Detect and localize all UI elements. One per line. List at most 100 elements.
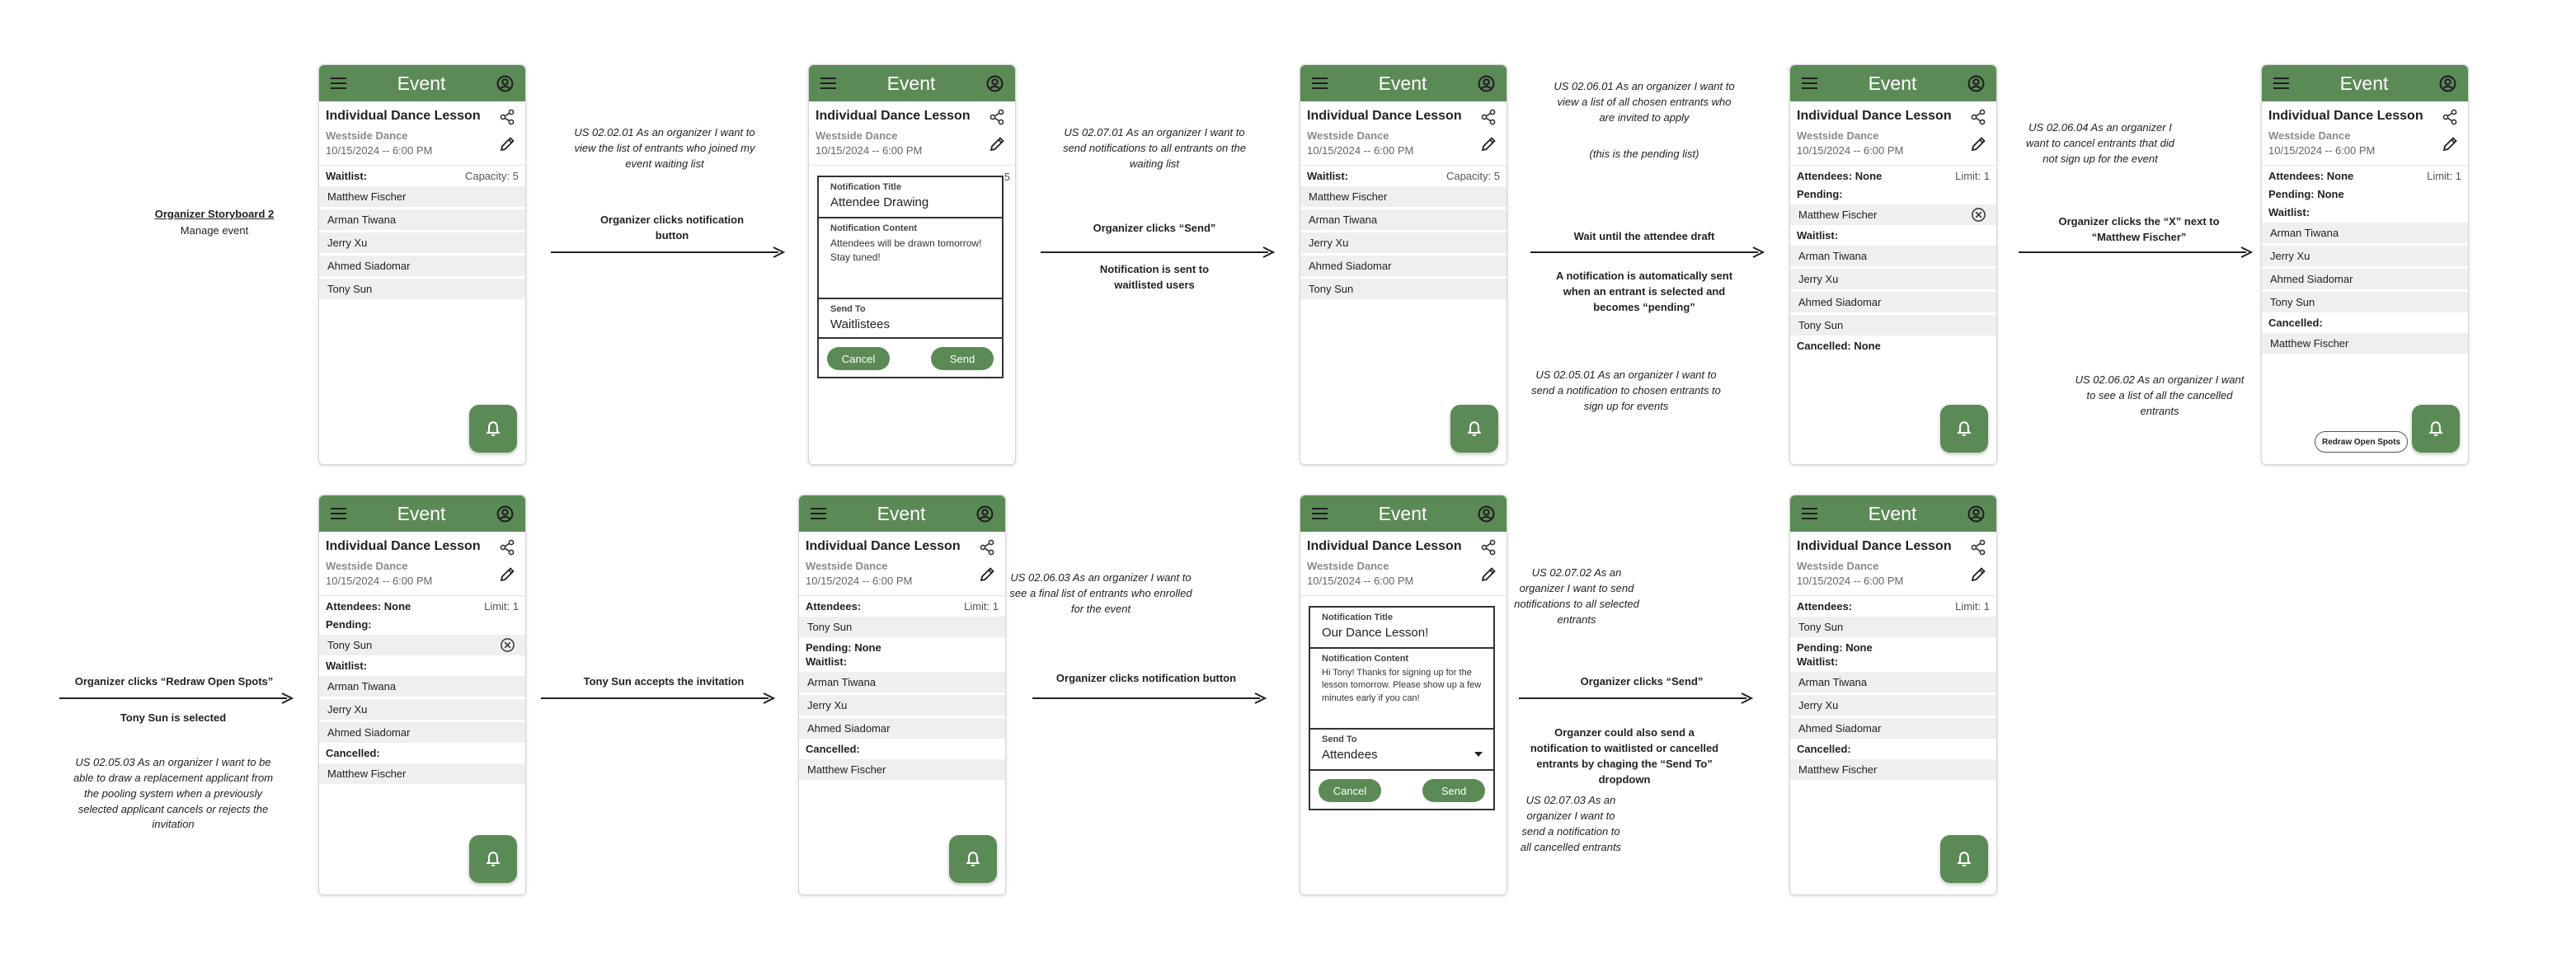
edit-icon[interactable] xyxy=(499,136,515,153)
event-info: Individual Dance Lesson Westside Dance 1… xyxy=(1300,101,1507,166)
header-title: Event xyxy=(1868,72,1917,94)
menu-icon[interactable] xyxy=(811,508,826,519)
profile-icon[interactable] xyxy=(1478,505,1495,523)
event-location: Westside Dance xyxy=(326,560,408,572)
menu-icon[interactable] xyxy=(331,77,346,89)
cancel-entrant-icon[interactable] xyxy=(500,637,515,653)
profile-icon[interactable] xyxy=(1478,75,1495,92)
menu-icon[interactable] xyxy=(331,508,346,519)
notification-button[interactable] xyxy=(1940,835,1988,883)
list-item: Ahmed Siadomar xyxy=(319,256,525,276)
notification-button[interactable] xyxy=(469,405,517,453)
profile-icon[interactable] xyxy=(1967,75,1985,92)
list-item: Ahmed Siadomar xyxy=(1300,256,1507,276)
waitlist-header: Waitlist:Capacity: 5 xyxy=(1300,166,1507,184)
app-header: Event xyxy=(1300,495,1507,532)
content-field[interactable]: Notification Content Hi Tony! Thanks for… xyxy=(1310,649,1493,730)
share-icon[interactable] xyxy=(2442,109,2458,125)
profile-icon[interactable] xyxy=(2439,75,2456,92)
list-item: Jerry Xu xyxy=(1300,232,1507,253)
list-item: Arman Tiwana xyxy=(1300,209,1507,230)
menu-icon[interactable] xyxy=(2273,77,2289,89)
list-item: Matthew Fischer xyxy=(1790,759,1996,780)
content-field[interactable]: Notification Content Attendees will be d… xyxy=(819,218,1002,299)
menu-icon[interactable] xyxy=(1312,508,1328,519)
field-label: Send To xyxy=(1322,735,1357,744)
send-to-field[interactable]: Send To Waitlistees xyxy=(819,299,1002,339)
edit-icon[interactable] xyxy=(1480,566,1497,583)
event-location: Westside Dance xyxy=(326,129,408,142)
menu-icon[interactable] xyxy=(1802,508,1817,519)
profile-icon[interactable] xyxy=(496,505,514,523)
share-icon[interactable] xyxy=(499,539,515,556)
send-to-select[interactable]: Waitlistees xyxy=(830,317,890,331)
cancelled-label: Cancelled: xyxy=(326,747,380,759)
list-item: Arman Tiwana xyxy=(799,672,1005,692)
edit-icon[interactable] xyxy=(1480,136,1497,153)
notification-title-input[interactable]: Our Dance Lesson! xyxy=(1322,626,1429,640)
notification-button[interactable] xyxy=(949,835,997,883)
list-item: Tony Sun xyxy=(319,279,525,299)
profile-icon[interactable] xyxy=(986,75,1004,92)
edit-icon[interactable] xyxy=(979,566,995,583)
edit-icon[interactable] xyxy=(2442,136,2458,153)
list-item: Matthew Fischer xyxy=(1790,204,1996,225)
event-name: Individual Dance Lesson xyxy=(326,109,481,123)
share-icon[interactable] xyxy=(499,109,515,125)
notification-content-input[interactable]: Hi Tony! Thanks for signing up for the l… xyxy=(1322,668,1482,703)
share-icon[interactable] xyxy=(989,109,1005,125)
menu-icon[interactable] xyxy=(820,77,836,89)
profile-icon[interactable] xyxy=(976,505,994,523)
annotation-action: Wait until the attendee draft xyxy=(1573,230,1715,242)
annotation-pending-note: (this is the pending list) xyxy=(1589,148,1699,160)
title-field[interactable]: Notification Title Attendee Drawing xyxy=(819,177,1002,218)
notification-button[interactable] xyxy=(1940,405,1988,453)
cancel-entrant-icon[interactable] xyxy=(1971,207,1986,223)
flow-arrow xyxy=(1032,692,1267,704)
edit-icon[interactable] xyxy=(989,136,1005,153)
notification-content-input[interactable]: Attendees will be drawn tomorrow! Stay t… xyxy=(830,237,982,263)
share-icon[interactable] xyxy=(1480,539,1497,556)
event-location: Westside Dance xyxy=(816,129,898,142)
cancel-button[interactable]: Cancel xyxy=(1319,779,1381,802)
flow-arrow xyxy=(1530,246,1765,258)
send-button[interactable]: Send xyxy=(931,347,994,370)
profile-icon[interactable] xyxy=(496,75,514,92)
limit-label: Limit: 1 xyxy=(1955,170,1990,182)
menu-icon[interactable] xyxy=(1802,77,1817,89)
send-to-field[interactable]: Send To Attendees xyxy=(1310,730,1493,771)
dropdown-icon[interactable] xyxy=(1474,751,1483,758)
pending-label: Pending: xyxy=(326,618,372,631)
event-info: Individual Dance Lesson Westside Dance 1… xyxy=(809,101,1015,166)
header-title: Event xyxy=(886,72,936,94)
share-icon[interactable] xyxy=(1970,109,1986,125)
notification-button[interactable] xyxy=(1450,405,1498,453)
cancelled-label: Cancelled: xyxy=(1797,743,1851,755)
send-to-select[interactable]: Attendees xyxy=(1322,748,1378,762)
event-info: Individual Dance Lesson Westside Dance 1… xyxy=(1300,532,1507,596)
menu-icon[interactable] xyxy=(1312,77,1328,89)
title-field[interactable]: Notification Title Our Dance Lesson! xyxy=(1310,608,1493,649)
waitlist-label: Waitlist: xyxy=(326,170,368,182)
share-icon[interactable] xyxy=(1970,539,1986,556)
list-item: Tony Sun xyxy=(799,617,1005,637)
edit-icon[interactable] xyxy=(499,566,515,583)
list-item: Tony Sun xyxy=(1300,279,1507,299)
waitlist-label: Waitlist: xyxy=(1797,229,1839,242)
send-button[interactable]: Send xyxy=(1422,779,1485,802)
redraw-open-spots-button[interactable]: Redraw Open Spots xyxy=(2315,431,2409,453)
screen-pending: Event Individual Dance Lesson Westside D… xyxy=(1789,64,1997,465)
notification-button[interactable] xyxy=(469,835,517,883)
edit-icon[interactable] xyxy=(1970,566,1986,583)
flow-arrow xyxy=(1519,692,1753,704)
event-name: Individual Dance Lesson xyxy=(2268,109,2423,123)
notification-title-input[interactable]: Attendee Drawing xyxy=(830,195,929,209)
list-item: Tony Sun xyxy=(1790,617,1996,637)
share-icon[interactable] xyxy=(979,539,995,556)
edit-icon[interactable] xyxy=(1970,136,1986,153)
cancel-button[interactable]: Cancel xyxy=(827,347,890,370)
notification-button[interactable] xyxy=(2412,405,2460,453)
share-icon[interactable] xyxy=(1480,109,1497,125)
event-date: 10/15/2024 -- 6:00 PM xyxy=(806,575,913,587)
profile-icon[interactable] xyxy=(1967,505,1985,523)
